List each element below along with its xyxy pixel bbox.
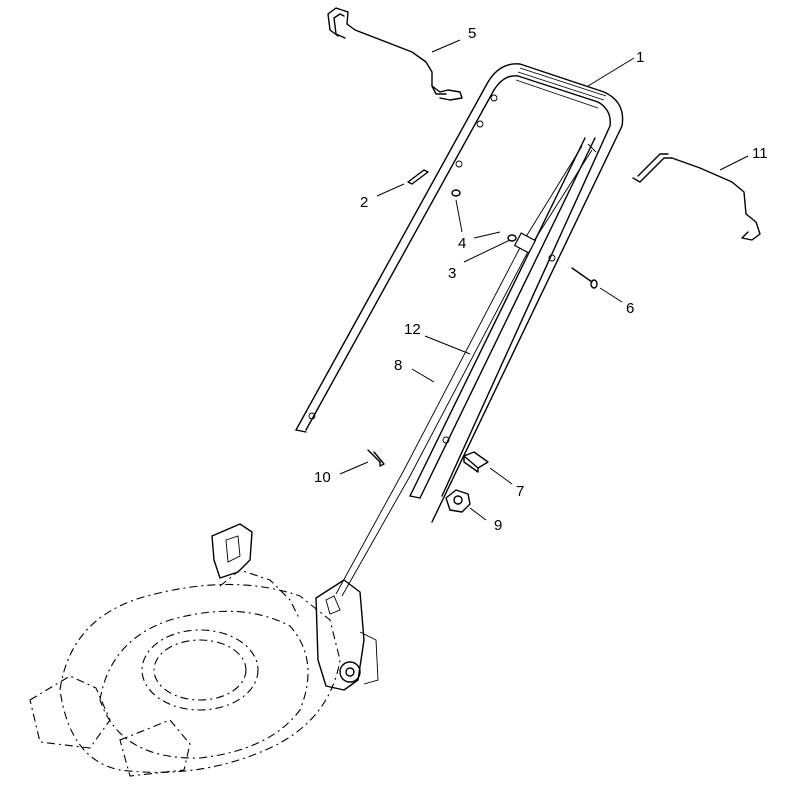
callout-8: 8 (394, 357, 402, 374)
callout-2: 2 (360, 194, 368, 211)
callout-6: 6 (626, 300, 634, 317)
part-10-bolt (367, 449, 385, 467)
part-7-spacer (463, 451, 489, 473)
part-6-bolt (571, 267, 598, 289)
part-4-nut (451, 189, 461, 197)
part-2-pin (407, 169, 429, 185)
callout-4: 4 (458, 235, 466, 252)
part-8-12-cables (335, 143, 597, 597)
part-11-bail-wire (632, 153, 761, 241)
part-5-bail-wire (327, 7, 463, 101)
callout-11: 11 (752, 145, 768, 162)
callout-7: 7 (516, 483, 524, 500)
callout-3: 3 (448, 265, 456, 282)
part-3-washer (507, 234, 517, 242)
mower-deck (29, 523, 379, 777)
callouts: 1 2 3 4 5 6 7 8 9 10 11 12 (314, 25, 768, 534)
callout-9: 9 (494, 517, 502, 534)
part-9-knob (445, 489, 471, 513)
leader-lines (339, 39, 749, 521)
callout-10: 10 (314, 469, 331, 486)
part-1-upper-handle (295, 63, 624, 523)
callout-5: 5 (468, 25, 476, 42)
callout-12: 12 (404, 321, 421, 338)
callout-1: 1 (636, 49, 644, 66)
